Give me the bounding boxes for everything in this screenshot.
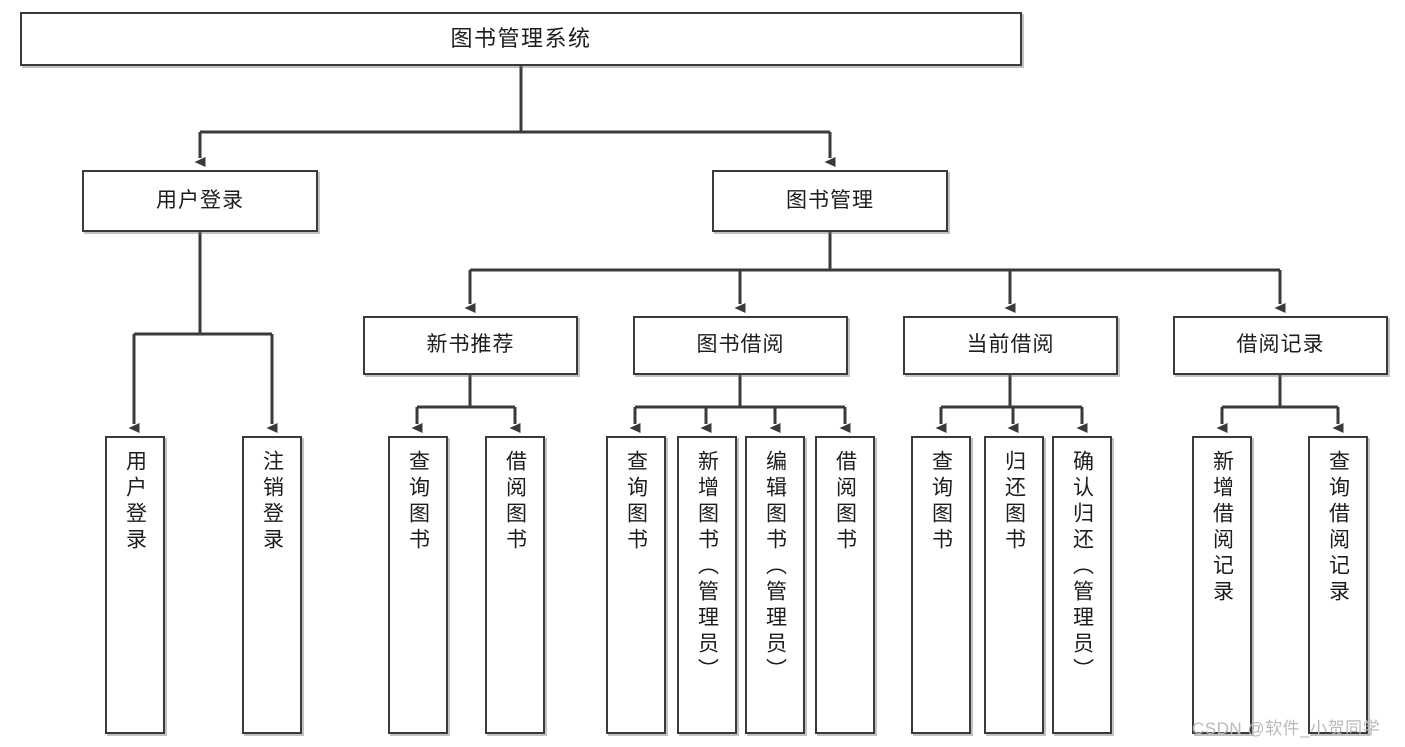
- leaf-return-book-label: 归还图书: [1002, 450, 1026, 554]
- node-current-borrow-label: 当前借阅: [966, 333, 1055, 357]
- csdn-watermark: CSDN @软件_小贺同学: [1192, 719, 1381, 738]
- leaf-add-book-label: 新增图书（管理员）: [695, 450, 719, 684]
- leaf-borrow-book-1[interactable]: 借阅图书: [485, 436, 545, 734]
- leaf-edit-book[interactable]: 编辑图书（管理员）: [745, 436, 805, 734]
- node-borrow-record[interactable]: 借阅记录: [1173, 316, 1388, 375]
- leaf-edit-book-label: 编辑图书（管理员）: [763, 450, 787, 684]
- node-new-book-rec[interactable]: 新书推荐: [363, 316, 578, 375]
- leaf-confirm-return[interactable]: 确认归还（管理员）: [1052, 436, 1112, 734]
- node-book-borrow-label: 图书借阅: [696, 333, 785, 357]
- leaf-query-book-2[interactable]: 查询图书: [606, 436, 666, 734]
- node-user-login[interactable]: 用户登录: [82, 170, 318, 232]
- node-root-label: 图书管理系统: [450, 26, 592, 52]
- leaf-logout[interactable]: 注销登录: [242, 436, 302, 734]
- leaf-user-login-label: 用户登录: [123, 450, 147, 554]
- leaf-query-record[interactable]: 查询借阅记录: [1308, 436, 1368, 734]
- leaf-add-record-label: 新增借阅记录: [1210, 450, 1234, 606]
- leaf-query-book-1[interactable]: 查询图书: [388, 436, 448, 734]
- leaf-borrow-book-2-label: 借阅图书: [833, 450, 857, 554]
- leaf-add-record[interactable]: 新增借阅记录: [1192, 436, 1252, 734]
- node-book-manage[interactable]: 图书管理: [712, 170, 948, 232]
- leaf-borrow-book-1-label: 借阅图书: [503, 450, 527, 554]
- leaf-query-book-3-label: 查询图书: [929, 450, 953, 554]
- node-book-borrow[interactable]: 图书借阅: [633, 316, 848, 375]
- leaf-query-book-3[interactable]: 查询图书: [911, 436, 971, 734]
- leaf-confirm-return-label: 确认归还（管理员）: [1070, 450, 1094, 684]
- node-user-login-label: 用户登录: [156, 188, 244, 212]
- leaf-logout-label: 注销登录: [260, 450, 284, 554]
- leaf-add-book[interactable]: 新增图书（管理员）: [677, 436, 737, 734]
- node-book-manage-label: 图书管理: [786, 188, 874, 212]
- leaf-borrow-book-2[interactable]: 借阅图书: [815, 436, 875, 734]
- node-borrow-record-label: 借阅记录: [1236, 333, 1325, 357]
- leaf-query-book-1-label: 查询图书: [406, 450, 430, 554]
- node-current-borrow[interactable]: 当前借阅: [903, 316, 1118, 375]
- node-root[interactable]: 图书管理系统: [20, 12, 1022, 66]
- leaf-user-login[interactable]: 用户登录: [105, 436, 165, 734]
- leaf-query-book-2-label: 查询图书: [624, 450, 648, 554]
- node-new-book-rec-label: 新书推荐: [426, 333, 515, 357]
- leaf-return-book[interactable]: 归还图书: [984, 436, 1044, 734]
- leaf-query-record-label: 查询借阅记录: [1326, 450, 1350, 606]
